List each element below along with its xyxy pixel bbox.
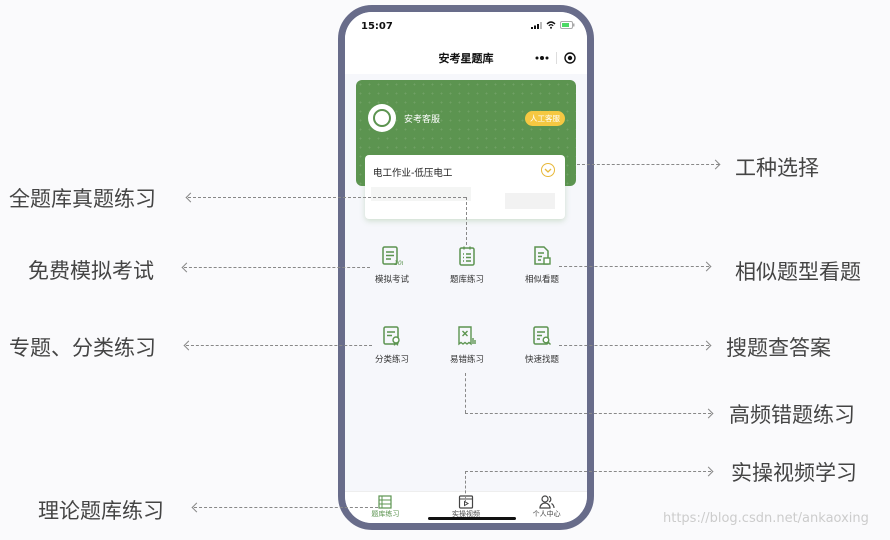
tab-label: 题库练习: [371, 510, 400, 518]
connector-line: [186, 345, 372, 346]
nav-bar: 安考星题库: [345, 40, 587, 74]
clipboard-list-icon: [459, 246, 475, 266]
tab-label: 实操视频: [452, 510, 480, 518]
doc-error-icon: [458, 326, 476, 346]
book-list-icon: [378, 495, 392, 509]
grid-label: 相似看题: [524, 275, 559, 285]
grid-item-category[interactable]: 分类练习: [357, 325, 427, 365]
connector-line: [465, 471, 466, 503]
connector-line: [194, 507, 378, 508]
miniprogram-capsule: [531, 47, 579, 69]
annotation-video: 实操视频学习: [731, 461, 857, 485]
grid-label: 易错练习: [449, 355, 484, 365]
connector-line: [577, 164, 719, 165]
selected-job-type: 电工作业-低压电工: [373, 168, 453, 179]
connector-line: [188, 197, 466, 198]
doc-search-icon: [533, 326, 551, 345]
home-indicator: [428, 517, 516, 520]
annotation-job-type: 工种选择: [735, 156, 819, 180]
tab-label: 个人中心: [532, 510, 561, 518]
brand-logo: [368, 104, 396, 132]
tab-personal-center[interactable]: 个人中心: [506, 492, 587, 523]
arrow-right-icon: [701, 261, 712, 272]
grid-label: 快速找题: [524, 355, 559, 365]
battery-icon: [560, 21, 575, 29]
annotation-search: 搜题查答案: [726, 336, 831, 360]
tab-question-bank[interactable]: 题库练习: [345, 492, 426, 523]
connector-line: [184, 267, 370, 268]
grid-label: 模拟考试: [374, 275, 409, 285]
wifi-icon: [546, 21, 556, 29]
page-title: 安考星题库: [438, 52, 494, 65]
signal-icon: [531, 21, 542, 29]
annotation-error: 高频错题练习: [729, 403, 855, 427]
grid-label: 分类练习: [374, 355, 409, 365]
grid-item-mock-exam[interactable]: 100 模拟考试: [357, 245, 427, 285]
connector-line: [466, 197, 467, 245]
video-play-icon: [458, 495, 474, 509]
more-dots-icon[interactable]: [535, 56, 549, 60]
annotation-theory: 理论题库练习: [38, 499, 164, 523]
system-icons: [531, 21, 575, 29]
arrow-left-icon: [185, 192, 196, 203]
watermark: https://blog.csdn.net/ankaoxing: [663, 511, 869, 526]
annotation-category: 专题、分类练习: [9, 336, 156, 360]
status-time: 15:07: [361, 21, 393, 32]
grid-label: 题库练习: [449, 275, 484, 285]
grid-item-similar[interactable]: 相似看题: [507, 245, 577, 285]
annotation-similar: 相似题型看题: [735, 260, 861, 284]
connector-line: [465, 373, 466, 413]
arrow-right-icon: [701, 340, 712, 351]
arrow-left-icon: [183, 340, 194, 351]
arrow-left-icon: [191, 502, 202, 513]
arrow-right-icon: [703, 466, 714, 477]
connector-line: [559, 266, 709, 267]
annotation-full-bank: 全题库真题练习: [9, 187, 156, 211]
arrow-right-icon: [703, 408, 714, 419]
users-icon: [539, 495, 555, 509]
connector-line: [465, 413, 711, 414]
status-bar: 15:07: [345, 12, 587, 40]
doc-award-icon: [383, 326, 400, 346]
job-type-selector[interactable]: 电工作业-低压电工: [365, 155, 565, 219]
chevron-down-circle-icon[interactable]: [541, 163, 555, 177]
grid-item-quick-search[interactable]: 快速找题: [507, 325, 577, 365]
phone-frame: 15:07 安考星题库 安考客服 人工客服 电工作业-低压电工 100 模拟考试: [338, 5, 594, 530]
doc-similar-icon: [534, 246, 551, 265]
grid-item-error-prone[interactable]: 易错练习: [432, 325, 502, 365]
human-service-button[interactable]: 人工客服: [525, 111, 565, 126]
connector-line: [465, 471, 711, 472]
tab-bar: 题库练习 实操视频 个人中心: [345, 491, 587, 523]
exam-sheet-icon: 100: [382, 246, 403, 267]
connector-line: [559, 345, 709, 346]
arrow-right-icon: [710, 159, 721, 170]
tab-practical-video[interactable]: 实操视频: [426, 492, 507, 523]
annotation-mock-exam: 免费模拟考试: [28, 259, 154, 283]
service-name: 安考客服: [404, 115, 441, 125]
blurred-placeholder: [505, 193, 555, 209]
capsule-divider: [555, 52, 557, 64]
arrow-left-icon: [181, 262, 192, 273]
blurred-placeholder: [371, 187, 471, 201]
svg-text:100: 100: [394, 260, 403, 267]
record-circle-icon[interactable]: [563, 52, 576, 64]
grid-item-bank-practice[interactable]: 题库练习: [432, 245, 502, 285]
